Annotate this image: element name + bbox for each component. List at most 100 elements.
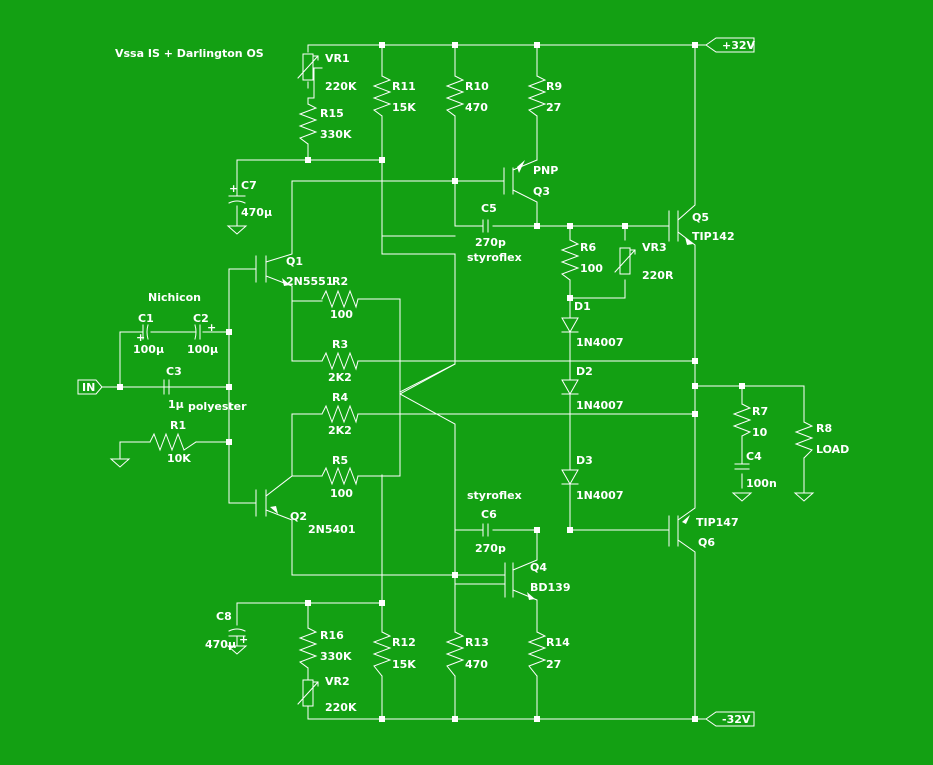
resistor-r13 [445, 631, 465, 677]
r13-name: R13 [465, 636, 489, 649]
r16-name: R16 [320, 629, 344, 642]
q4-name: Q4 [530, 561, 547, 574]
c7-name: C7 [241, 179, 257, 192]
potentiometer-vr1 [302, 53, 314, 81]
ground-c8 [226, 645, 248, 655]
c2-plus: + [207, 321, 216, 334]
q2-name: Q2 [290, 510, 307, 523]
transistor-q4 [504, 562, 514, 598]
capacitor-c8 [228, 628, 246, 637]
q4-type: BD139 [530, 581, 570, 594]
r2-value: 100 [330, 308, 353, 321]
q2-type: 2N5401 [308, 523, 355, 536]
c6-name: C6 [481, 508, 497, 521]
vr1-name: VR1 [325, 52, 350, 65]
q1-name: Q1 [286, 255, 303, 268]
r11-name: R11 [392, 80, 416, 93]
capacitor-c7 [228, 195, 246, 204]
r15-value: 330K [320, 128, 352, 141]
r6-name: R6 [580, 241, 596, 254]
resistor-r9 [527, 75, 547, 117]
q1-type: 2N5551 [286, 275, 333, 288]
c2-value: 100µ [187, 343, 218, 356]
resistor-r1 [149, 432, 197, 452]
r12-value: 15K [392, 658, 416, 671]
capacitor-c3 [163, 379, 170, 395]
c3-value: 1µ [168, 398, 184, 411]
ground-c7 [226, 225, 248, 235]
q6-name: Q6 [698, 536, 715, 549]
resistor-r10 [445, 75, 465, 117]
r1-value: 10K [167, 452, 191, 465]
r14-value: 27 [546, 658, 561, 671]
resistor-r16 [298, 627, 318, 669]
resistor-r15 [298, 103, 318, 145]
diodes [561, 317, 579, 486]
resistor-r5 [321, 466, 359, 486]
r3-name: R3 [332, 338, 348, 351]
c5-name: C5 [481, 202, 497, 215]
d1-name: D1 [574, 300, 591, 313]
r9-value: 27 [546, 101, 561, 114]
ground-r8 [793, 492, 815, 502]
capacitor-c2 [194, 324, 201, 340]
transistor-q5 [668, 210, 679, 242]
transistors [255, 160, 693, 600]
r13-value: 470 [465, 658, 488, 671]
resistors [149, 75, 814, 677]
potentiometer-vr3 [619, 247, 631, 275]
d2-name: D2 [576, 365, 593, 378]
transistor-q1 [255, 255, 267, 283]
styroflex-bottom-note: styroflex [467, 489, 522, 502]
r5-value: 100 [330, 487, 353, 500]
r9-name: R9 [546, 80, 562, 93]
r5-name: R5 [332, 454, 348, 467]
polyester-note: polyester [188, 400, 247, 413]
ports [77, 37, 755, 727]
ground-r1 [109, 458, 131, 468]
q3-type: PNP [533, 164, 558, 177]
c5-value: 270p [475, 236, 506, 249]
q5-name: Q5 [692, 211, 709, 224]
c4-name: C4 [746, 450, 762, 463]
labels: Vssa IS + Darlington OS +32V -32V IN VR1… [82, 39, 849, 726]
ground-c4 [731, 492, 753, 502]
vr2-name: VR2 [325, 675, 350, 688]
vr1-value: 220K [325, 80, 357, 93]
r4-name: R4 [332, 391, 348, 404]
resistor-r3 [321, 351, 359, 371]
junctions [117, 42, 745, 722]
potentiometers [297, 53, 636, 707]
d2-type: 1N4007 [576, 399, 623, 412]
c8-value: 470µ [205, 638, 236, 651]
r8-value: LOAD [816, 443, 849, 456]
diagram-title: Vssa IS + Darlington OS [115, 47, 264, 60]
d3-name: D3 [576, 454, 593, 467]
c1-plus: + [136, 331, 145, 344]
vr2-value: 220K [325, 701, 357, 714]
d1-type: 1N4007 [576, 336, 623, 349]
r10-name: R10 [465, 80, 489, 93]
r10-value: 470 [465, 101, 488, 114]
port-minus32v [705, 711, 755, 727]
diode-d3 [561, 469, 579, 486]
c6-value: 270p [475, 542, 506, 555]
resistor-r12 [372, 631, 392, 677]
resistor-r14 [527, 631, 547, 677]
port-in [77, 379, 103, 395]
resistor-r7 [732, 403, 752, 437]
vr3-name: VR3 [642, 241, 667, 254]
capacitor-c4 [734, 463, 750, 470]
c8-name: C8 [216, 610, 232, 623]
q5-type: TIP142 [692, 230, 735, 243]
c8-plus: + [239, 633, 248, 646]
port-plus32v [705, 37, 755, 53]
r7-value: 10 [752, 426, 768, 439]
q6-type: TIP147 [696, 516, 739, 529]
r8-name: R8 [816, 422, 832, 435]
capacitor-c6 [482, 523, 489, 537]
resistor-r2 [321, 289, 359, 309]
c4-value: 100n [746, 477, 777, 490]
resistor-r6 [560, 239, 580, 281]
